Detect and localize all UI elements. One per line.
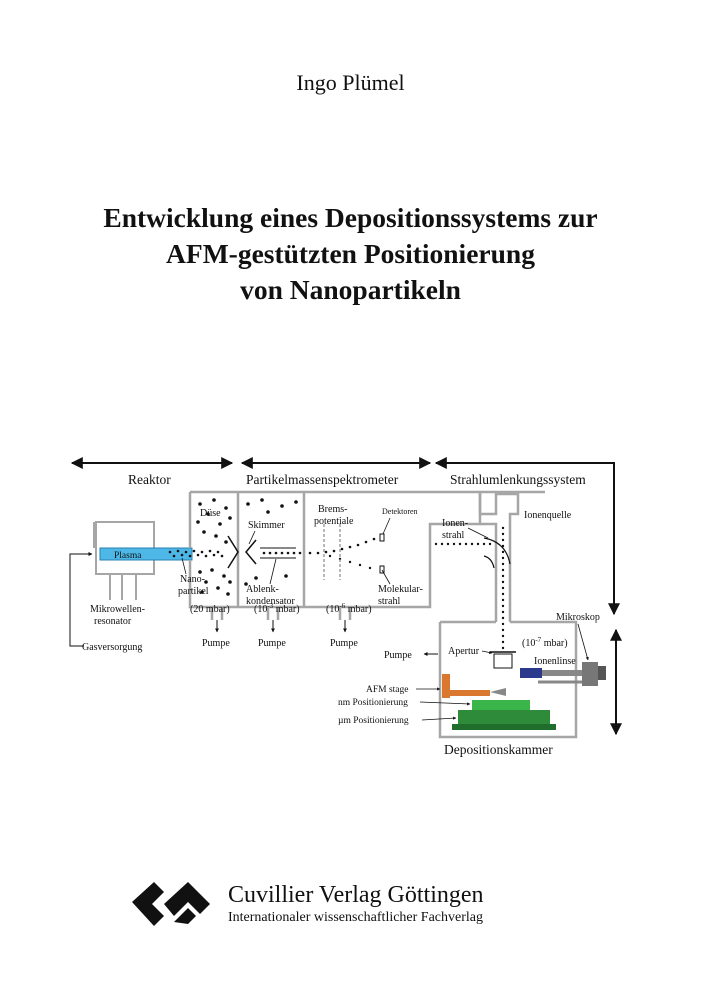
label-ionenstrahl-1: Ionen- <box>442 518 468 529</box>
publisher-subtitle: Internationaler wissenschaftlicher Fachv… <box>228 910 484 925</box>
pressure-1e-3: (10-3 mbar) <box>254 602 300 615</box>
detektor-2 <box>379 565 385 574</box>
label-ionenstrahl-2: strahl <box>442 530 464 541</box>
ionenlinse-shape <box>520 668 542 678</box>
cuvillier-logo-icon <box>132 882 210 926</box>
label-ablenk-1: Ablenk- <box>246 584 279 595</box>
publisher-name: Cuvillier Verlag Göttingen <box>228 882 484 908</box>
label-gasversorgung: Gasversorgung <box>82 642 142 653</box>
title-line-3: von Nanopartikeln <box>240 274 461 305</box>
label-mikrowellen-1: Mikrowellen- <box>90 604 145 615</box>
detektor-pointer <box>382 517 391 535</box>
ionenstrahl-pointer <box>467 527 489 539</box>
label-brems-1: Brems- <box>318 504 347 515</box>
molecular-beam <box>262 537 376 570</box>
nm-pointer <box>419 701 471 706</box>
ion-beam <box>434 526 505 650</box>
label-ablenk-2: kondensator <box>246 596 296 607</box>
label-um-pos: µm Positionierung <box>338 716 409 726</box>
label-nano-1: Nano- <box>180 574 205 585</box>
label-detektoren: Detektoren <box>382 507 418 516</box>
detektor-1 <box>379 533 385 542</box>
afm-stage-shape <box>442 674 450 698</box>
afm-tip <box>490 688 506 696</box>
scattered-particles <box>196 498 298 596</box>
section-reaktor: Reaktor <box>128 472 171 487</box>
um-stage-base <box>452 724 556 730</box>
mikroskop-head <box>598 666 606 680</box>
ablenk-pointer <box>269 558 277 585</box>
label-brems-2: potentiale <box>314 516 354 527</box>
label-ionenlinse: Ionenlinse <box>534 656 576 667</box>
deflector-arc-2 <box>483 555 495 569</box>
deflector-arc <box>483 537 511 565</box>
book-title: Entwicklung eines Depositionssystems zur… <box>0 200 701 308</box>
gas-line <box>69 552 93 647</box>
mikroskop-body <box>582 662 598 686</box>
nano-pointer <box>181 557 187 575</box>
label-pumpe-2: Pumpe <box>258 638 286 649</box>
label-nano-2: partikel <box>178 586 209 597</box>
label-mikrowellen-2: resonator <box>94 616 132 627</box>
pressure-1e-6: (10-6 mbar) <box>326 602 372 615</box>
label-mikroskop: Mikroskop <box>556 612 600 623</box>
author-name: Ingo Plümel <box>296 70 405 95</box>
section-kammer: Depositionskammer <box>444 742 553 757</box>
chamber-walls <box>188 490 578 739</box>
um-pointer <box>421 716 457 721</box>
apertur-pointer <box>481 650 493 655</box>
apertur-shape <box>493 653 513 669</box>
label-molekular-1: Molekular- <box>378 584 423 595</box>
strahl-range-arrow <box>434 457 620 616</box>
label-skimmer: Skimmer <box>248 520 285 531</box>
label-apertur: Apertur <box>448 646 480 657</box>
label-pumpe-3: Pumpe <box>330 638 358 649</box>
afm-stage-arm <box>450 690 490 696</box>
title-line-1: Entwicklung eines Depositionssystems zur <box>103 202 598 233</box>
nm-stage-shape <box>472 700 530 710</box>
nanoparticle-stream <box>168 549 224 558</box>
duese-skimmer <box>227 535 257 569</box>
title-line-2: AFM-gestützten Positionierung <box>166 238 535 269</box>
skimmer-pointer <box>248 530 256 545</box>
ionenlinse-holder <box>542 670 582 676</box>
label-plasma: Plasma <box>114 551 142 561</box>
molekular-pointer <box>381 569 391 585</box>
section-spektrometer: Partikelmassenspektrometer <box>246 472 399 487</box>
publisher-block: Cuvillier Verlag Göttingen International… <box>130 880 590 930</box>
label-afm-stage: AFM stage <box>366 685 409 695</box>
label-pumpe-1: Pumpe <box>202 638 230 649</box>
plasma-tube <box>99 547 193 561</box>
label-duese: Düse <box>200 508 221 519</box>
label-nm-pos: nm Positionierung <box>338 698 408 708</box>
label-pumpe-4: Pumpe <box>384 650 412 661</box>
section-strahl: Strahlumlenkungssystem <box>450 472 586 487</box>
pressure-20mbar: (20 mbar) <box>190 604 230 615</box>
deposition-system-diagram: Reaktor Partikelmassenspektrometer Strah… <box>60 452 640 762</box>
diagram-svg: Reaktor Partikelmassenspektrometer Strah… <box>69 457 622 757</box>
um-stage-shape <box>458 710 550 724</box>
label-ionenquelle: Ionenquelle <box>524 510 572 521</box>
label-molekular-2: strahl <box>378 596 400 607</box>
pressure-1e-7: (10-7 mbar) <box>522 636 568 649</box>
mikroskop-pointer <box>577 623 589 661</box>
mikrowellen-resonator <box>93 521 155 600</box>
